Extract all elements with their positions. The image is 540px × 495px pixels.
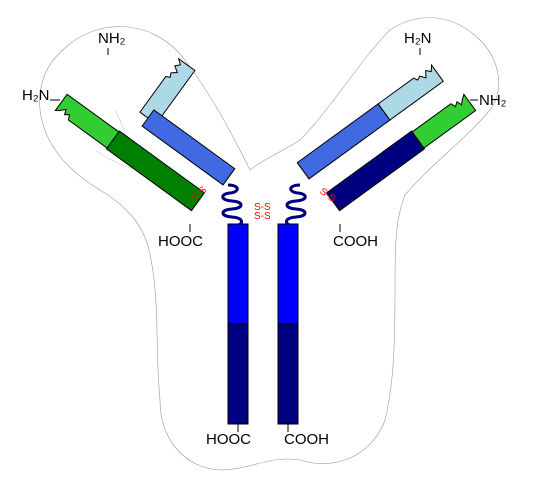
molecular-envelope <box>39 17 500 471</box>
right-heavy-ch1-domain <box>296 103 391 180</box>
left-heavy-variable-domain <box>139 57 196 125</box>
left-heavy-ch3-domain <box>227 323 249 425</box>
label-hooc-stem: HOOC <box>206 431 251 448</box>
label-h2n-left: H₂N <box>22 87 50 104</box>
label-nh2-top-left: NH₂ <box>98 30 126 47</box>
left-light-variable-domain <box>54 93 120 149</box>
right-heavy-ch3-domain <box>277 323 299 425</box>
right-light-variable-domain <box>411 93 477 149</box>
right-heavy-variable-domain <box>377 63 444 121</box>
disulfide-hinge-bottom: S-S <box>254 211 271 222</box>
left-heavy-ch2-domain <box>227 223 249 325</box>
right-heavy-ch2-domain <box>277 223 299 325</box>
label-cooh-right-arm: COOH <box>333 233 378 250</box>
hinge-right <box>285 183 307 228</box>
left-light-constant-domain <box>105 130 206 212</box>
label-cooh-stem: COOH <box>284 431 329 448</box>
label-hooc-left-arm: HOOC <box>158 233 203 250</box>
label-h2n-top-right: H₂N <box>404 30 432 47</box>
disulfide-hinge-top: S-S <box>254 202 271 213</box>
right-light-constant-domain <box>325 130 426 212</box>
label-nh2-right: NH₂ <box>479 92 507 109</box>
hinge-left <box>221 183 243 228</box>
left-heavy-ch1-domain <box>141 109 236 186</box>
